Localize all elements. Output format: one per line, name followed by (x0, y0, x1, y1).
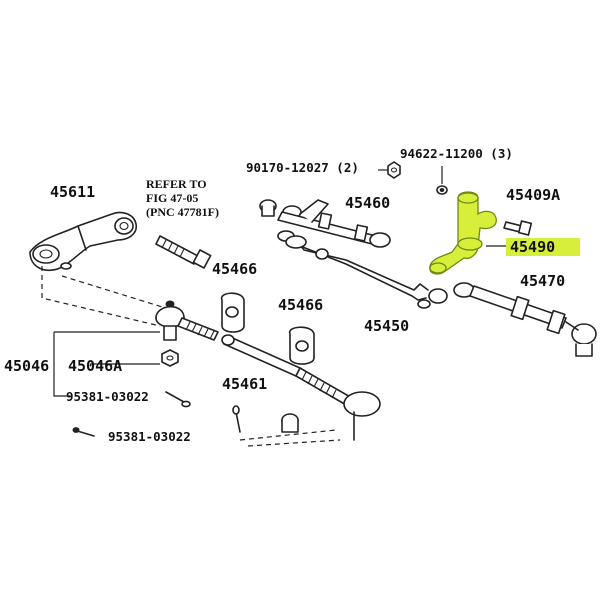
group-bracket-45046 (53, 331, 160, 397)
pitman-arm-dash-lines (41, 266, 173, 327)
pitman-arm-bolt[interactable] (155, 235, 212, 269)
label-45490: 45490 (510, 238, 555, 256)
label-45460: 45460 (345, 194, 390, 212)
refer-line-3: (PNC 47781F) (146, 205, 219, 219)
label-45046: 45046 (4, 357, 49, 375)
cotter-pin-c[interactable] (232, 405, 241, 433)
label-95381-b: 95381-03022 (108, 429, 191, 444)
cotter-pin-a[interactable] (165, 391, 191, 408)
tie-rod-45470[interactable] (453, 282, 597, 357)
relay-rod-end-45460[interactable] (259, 199, 391, 248)
label-45450: 45450 (364, 317, 409, 335)
washer-94622[interactable] (436, 185, 448, 195)
label-45470: 45470 (520, 272, 565, 290)
label-94622: 94622-11200 (3) (400, 146, 513, 161)
nut-45046A[interactable] (161, 349, 179, 367)
label-45046A: 45046A (68, 357, 122, 375)
idler-arm-45490[interactable] (429, 191, 497, 275)
label-45466-b: 45466 (278, 296, 323, 314)
cotter-pin-b[interactable] (72, 427, 95, 437)
clamp-45466-b[interactable] (289, 326, 315, 365)
clamp-45466-a[interactable] (220, 292, 245, 333)
label-45409A: 45409A (506, 186, 560, 204)
label-90170: 90170-12027 (2) (246, 160, 359, 175)
relay-rod-45450[interactable] (285, 235, 448, 309)
label-95381-a: 95381-03022 (66, 389, 149, 404)
label-45461: 45461 (222, 375, 267, 393)
tube-dash-lines (239, 429, 341, 447)
label-45466-a: 45466 (212, 260, 257, 278)
bolt-45409A[interactable] (503, 220, 533, 236)
tie-rod-end-45046[interactable] (155, 300, 219, 341)
label-45611: 45611 (50, 183, 95, 201)
label-45490-highlight (506, 238, 580, 256)
refer-line-1: REFER TO (146, 177, 207, 191)
pitman-arm-45611[interactable] (29, 211, 138, 272)
adjusting-tube-45461[interactable] (221, 334, 381, 441)
refer-line-2: FIG 47-05 (146, 191, 198, 205)
nut-90170[interactable] (387, 161, 401, 179)
